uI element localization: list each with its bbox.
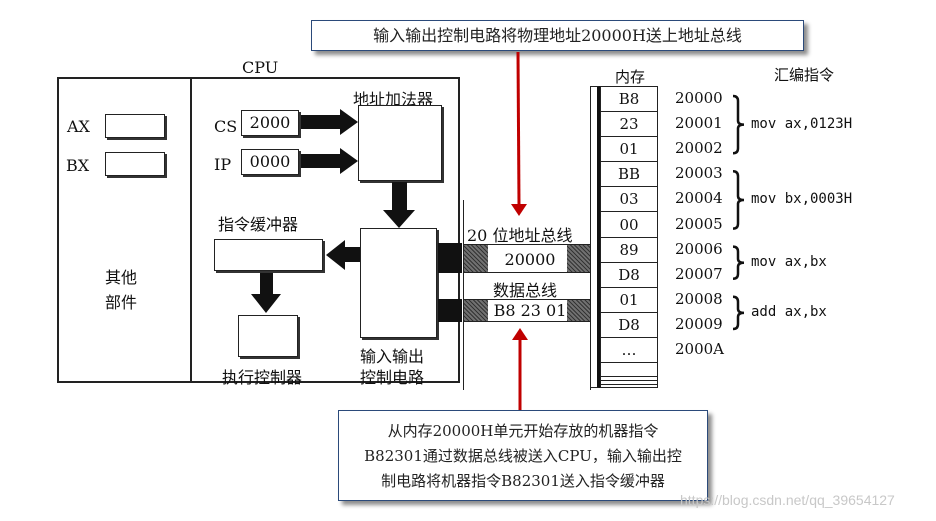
register-label-bx: BX: [66, 156, 90, 175]
memory-cell: …: [601, 338, 657, 363]
address-bus-value: 20000: [504, 250, 556, 269]
memory-cell: 03: [601, 187, 657, 213]
bottom-callout-line2: B82301通过数据总线被送入CPU，输入输出控: [364, 447, 682, 465]
memory-address: 20007: [675, 264, 723, 283]
watermark: https://blog.csdn.net/qq_39654127: [680, 492, 895, 508]
memory-address: 20006: [675, 239, 723, 258]
io-control-label-line2: 控制电路: [360, 368, 425, 387]
address-bus-label: 20 位地址总线: [467, 226, 573, 245]
assembly-title: 汇编指令: [774, 66, 835, 84]
cs-to-adder-arrow: [301, 109, 358, 135]
register-bx: [105, 152, 165, 176]
memory-cell: B8: [601, 87, 657, 112]
top-callout-text: 输入输出控制电路将物理地址20000H送上地址总线: [373, 26, 742, 45]
address-pointer-arrow: [511, 51, 527, 216]
execution-controller: [238, 315, 298, 357]
ip-register: 0000: [241, 149, 299, 175]
memory-cell: D8: [601, 313, 657, 338]
other-parts-line1: 其他: [105, 268, 138, 287]
memory-cell: 00: [601, 213, 657, 238]
io-control-circuit: [360, 228, 437, 338]
memory-address: 2000A: [675, 340, 725, 358]
data-bus-label: 数据总线: [493, 281, 558, 300]
buffer-to-exec-arrow: [251, 273, 281, 313]
memory-rail: [590, 86, 600, 388]
memory-address: 20002: [675, 139, 723, 158]
memory-address: 20003: [675, 164, 723, 183]
io-control-label-line1: 输入输出: [360, 347, 425, 366]
address-adder-label: 地址加法器: [353, 90, 434, 109]
cs-label: CS: [214, 117, 238, 136]
memory-address: 20005: [675, 214, 723, 233]
memory-address: 20000: [675, 89, 723, 107]
bus-area-left-line: [463, 200, 464, 390]
assembly-instruction: mov bx,0003H: [751, 190, 853, 207]
memory-cell: 01: [601, 137, 657, 163]
assembly-instruction: mov ax,0123H: [751, 115, 853, 132]
memory-cell: D8: [601, 263, 657, 288]
register-ax: [105, 114, 165, 138]
address-bus-top-edge: [464, 244, 590, 245]
other-parts-line2: 部件: [105, 293, 138, 312]
address-bus-hatch-left: [464, 245, 488, 272]
memory-tail-lines: [601, 373, 657, 387]
memory-cell: 01: [601, 288, 657, 313]
brace-icon: [732, 170, 745, 230]
ip-label: IP: [214, 155, 232, 174]
data-bus-bottom-edge: [464, 321, 590, 322]
adder-to-io-arrow: [383, 182, 415, 228]
register-label-ax: AX: [67, 117, 90, 136]
ip-to-adder-arrow: [301, 148, 358, 174]
io-to-buffer-arrow: [326, 240, 360, 270]
address-bus-hatch-right: [567, 245, 590, 272]
memory-address: 20008: [675, 289, 723, 308]
instruction-buffer: [214, 239, 323, 271]
memory-cell: 23: [601, 112, 657, 138]
data-bus-value: B8 23 01: [493, 301, 567, 320]
cpu-divider: [190, 77, 192, 383]
data-bus-hatch-left: [464, 300, 488, 321]
memory-address: 20004: [675, 189, 723, 208]
address-adder: [358, 105, 442, 181]
data-pointer-arrow: [512, 328, 528, 412]
bottom-callout-line3: 制电路将机器指令B82301送入指令缓冲器: [381, 472, 665, 490]
instruction-buffer-label: 指令缓冲器: [218, 215, 299, 234]
top-callout: 输入输出控制电路将物理地址20000H送上地址总线: [311, 20, 804, 51]
data-bus-top-edge: [464, 299, 590, 300]
cpu-title: CPU: [242, 58, 279, 77]
assembly-instruction: mov ax,bx: [751, 253, 827, 270]
execution-controller-label: 执行控制器: [222, 368, 303, 387]
memory-cell: 89: [601, 238, 657, 263]
brace-icon: [732, 94, 745, 155]
brace-icon: [732, 245, 745, 281]
data-bus-port: [438, 299, 462, 322]
memory-title: 内存: [615, 68, 646, 86]
address-bus-port: [438, 243, 462, 273]
memory-address: 20001: [675, 114, 723, 133]
memory-cell: BB: [601, 162, 657, 188]
data-bus-hatch-right: [567, 300, 590, 321]
bottom-callout-line1: 从内存20000H单元开始存放的机器指令: [387, 422, 659, 440]
cs-register: 2000: [241, 110, 299, 136]
memory-address: 20009: [675, 314, 723, 333]
address-bus-bottom-edge: [464, 272, 590, 273]
cpu-frame: [57, 77, 460, 383]
bottom-callout: 从内存20000H单元开始存放的机器指令 B82301通过数据总线被送入CPU，…: [338, 410, 708, 501]
brace-icon: [732, 295, 745, 331]
assembly-instruction: add ax,bx: [751, 303, 827, 320]
